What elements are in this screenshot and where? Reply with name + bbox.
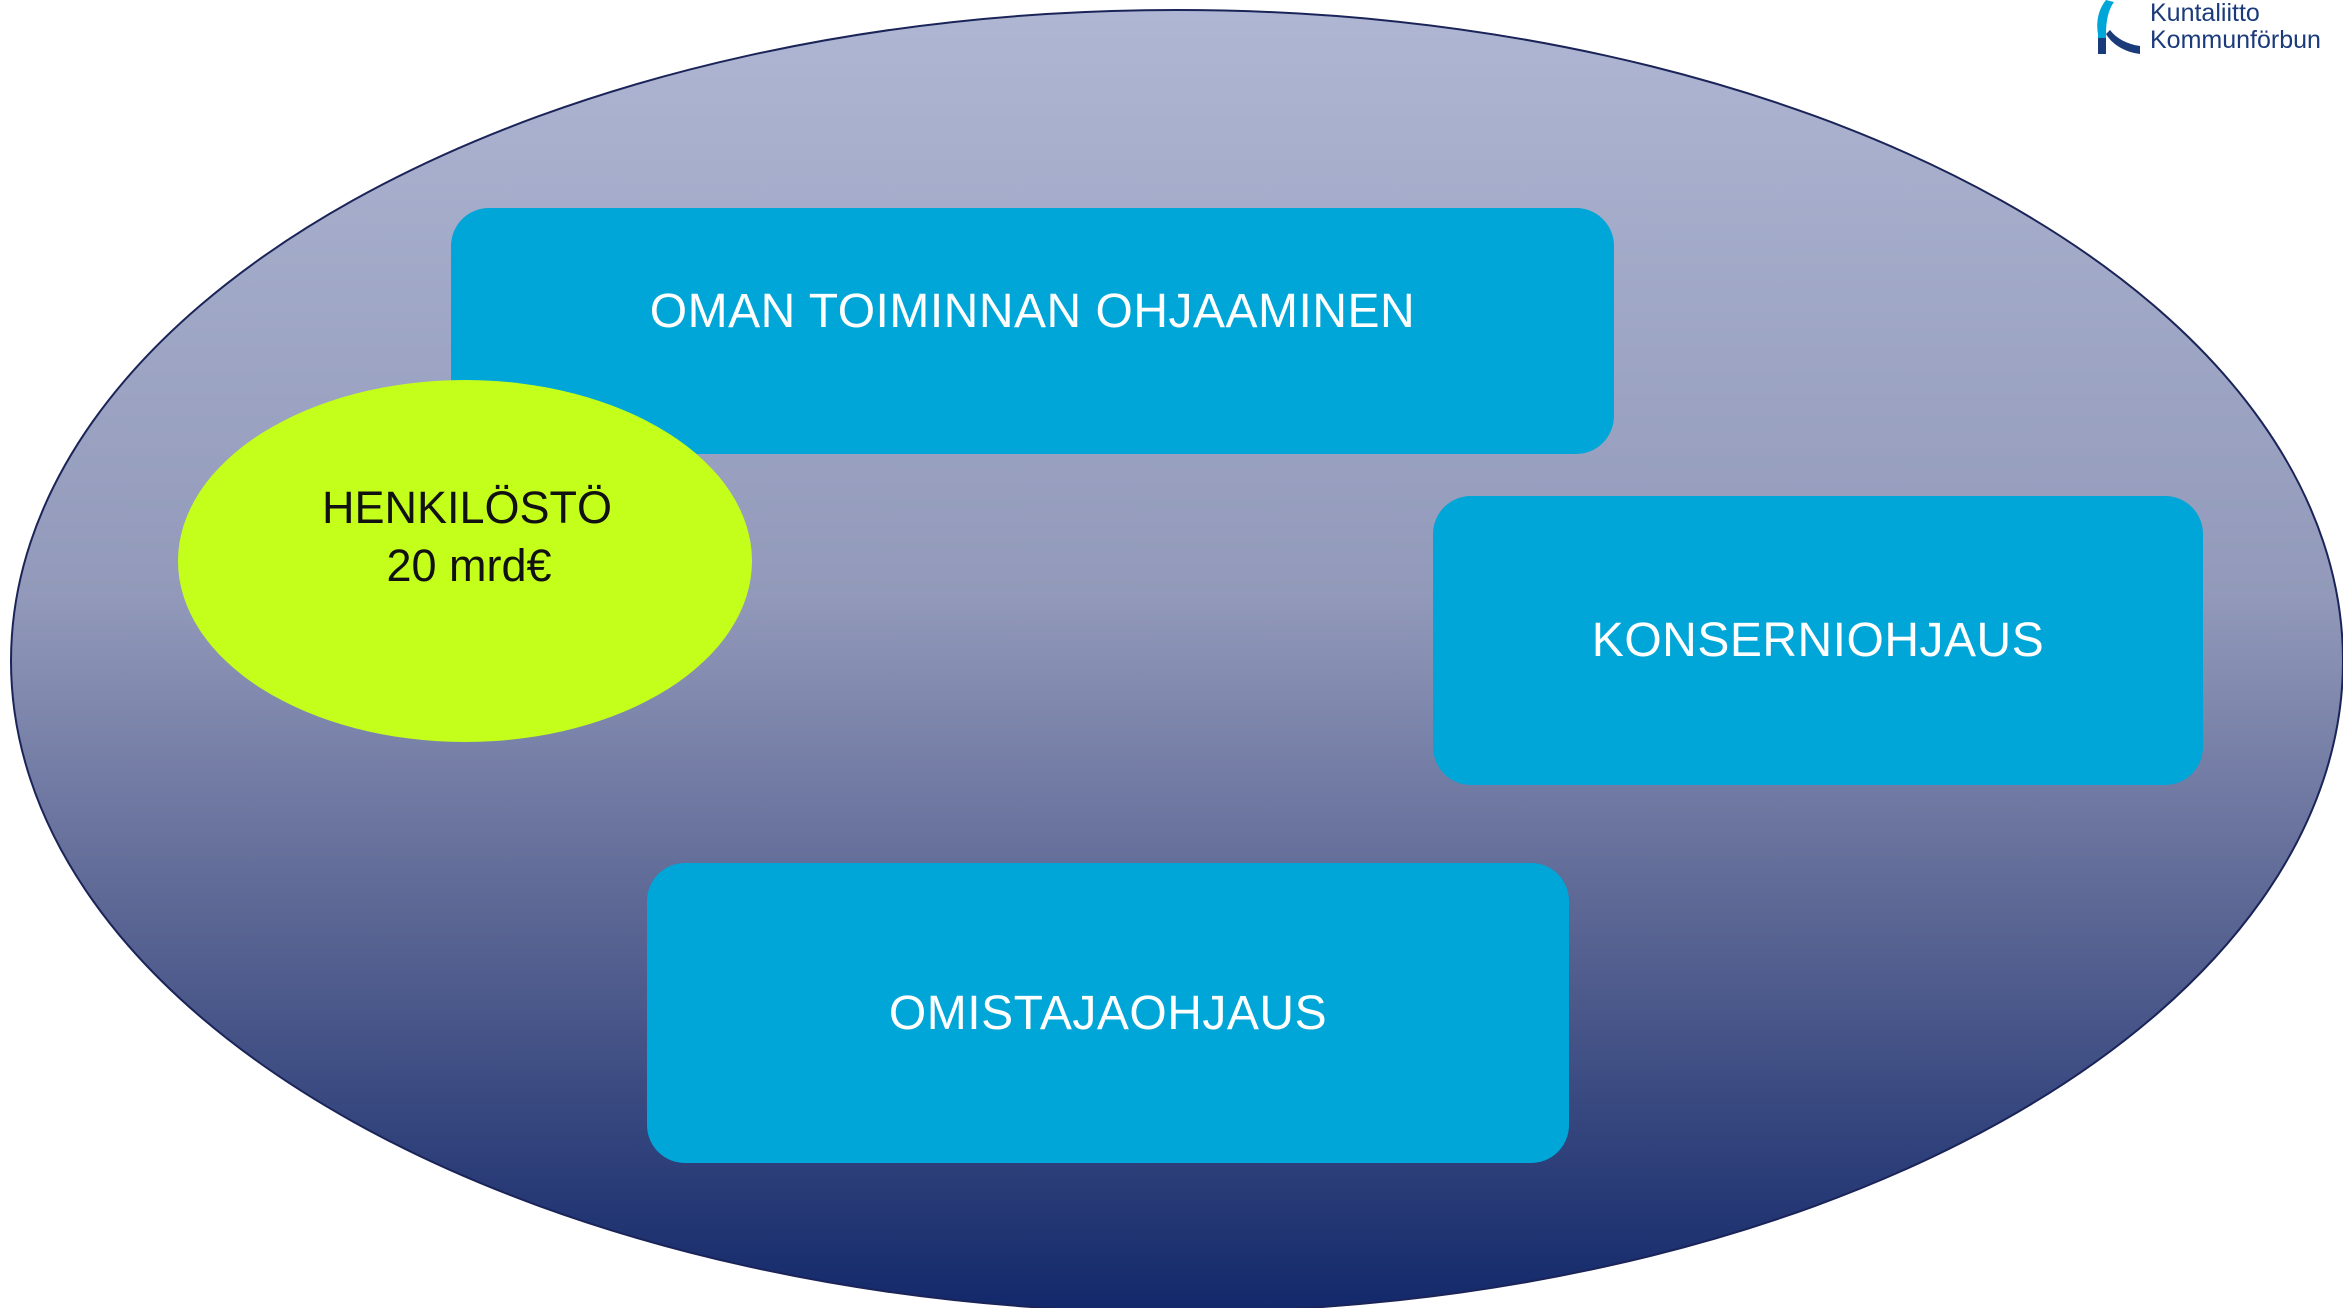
- oman-toiminnan-ohjaaminen-box: OMAN TOIMINNAN OHJAAMINEN: [451, 208, 1614, 454]
- henkilosto-ellipse: HENKILÖSTÖ 20 mrd€: [178, 380, 752, 742]
- logo-line-1: Kuntaliitto: [2150, 0, 2260, 27]
- konserniohjaus-label: KONSERNIOHJAUS: [1591, 614, 2045, 667]
- kuntaliitto-k-icon: [2097, 0, 2140, 54]
- kuntaliitto-logo-text: Kuntaliitto Kommunförbun: [2150, 0, 2321, 54]
- omistajaohjaus-label: OMISTAJAOHJAUS: [888, 986, 1328, 1040]
- omistajaohjaus-box: OMISTAJAOHJAUS: [647, 863, 1569, 1163]
- henkilosto-label: HENKILÖSTÖ: [321, 482, 613, 533]
- kuntaliitto-logo: Kuntaliitto Kommunförbun: [2092, 0, 2343, 60]
- oman-toiminnan-ohjaaminen-label: OMAN TOIMINNAN OHJAAMINEN: [649, 284, 1416, 338]
- konserniohjaus-box: KONSERNIOHJAUS: [1433, 496, 2203, 785]
- logo-line-2: Kommunförbun: [2150, 26, 2321, 54]
- henkilosto-value: 20 mrd€: [386, 540, 552, 591]
